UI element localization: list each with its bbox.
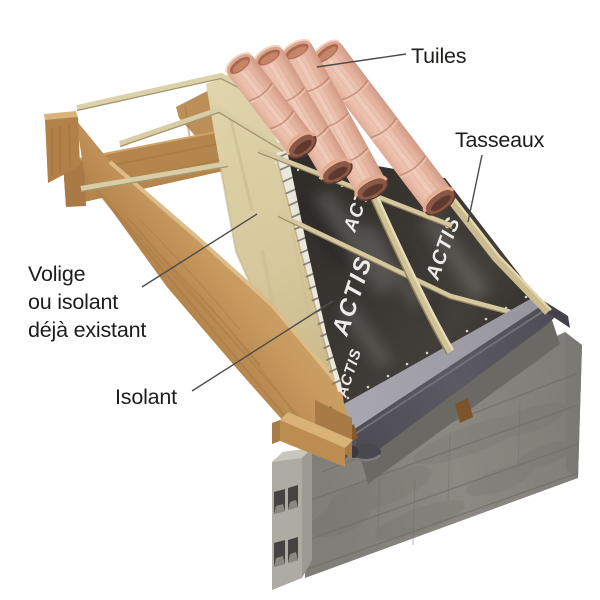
- svg-text:Tuiles: Tuiles: [411, 44, 466, 68]
- svg-text:Volige: Volige: [28, 262, 85, 286]
- svg-text:Isolant: Isolant: [115, 385, 177, 409]
- svg-text:Tasseaux: Tasseaux: [455, 128, 545, 152]
- svg-text:ou isolant: ou isolant: [28, 290, 118, 314]
- svg-text:déjà existant: déjà existant: [28, 318, 146, 342]
